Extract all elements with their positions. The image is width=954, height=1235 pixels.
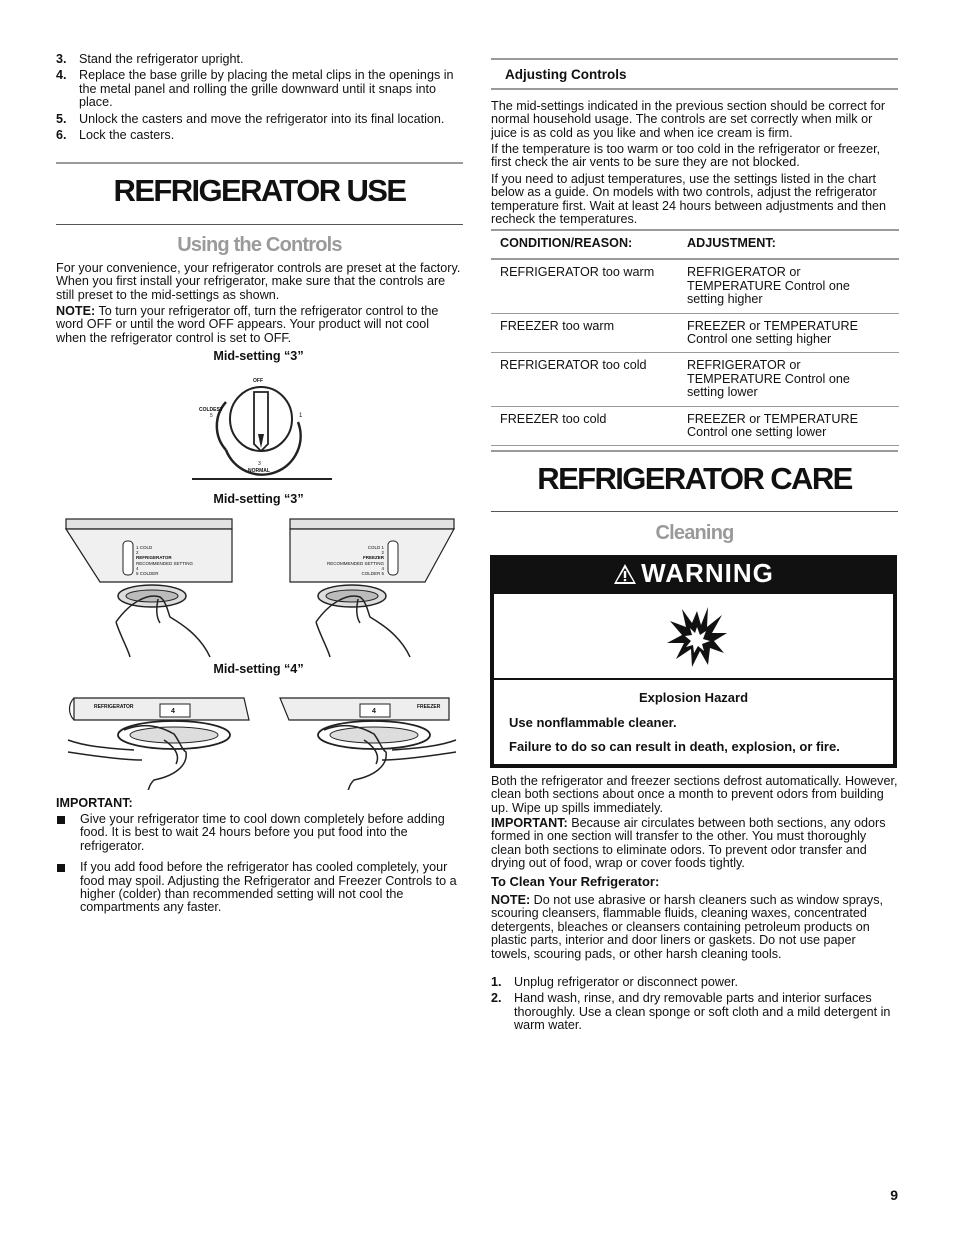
dial-label-off: OFF [253,378,263,384]
bullet-icon [57,864,65,873]
warning-header: WARNING [490,555,897,592]
cleaning-important: IMPORTANT: Because air circulates betwee… [491,816,886,871]
adjusting-paragraph: If the temperature is too warm or too co… [491,142,881,170]
list-item: 5.Unlock the casters and move the refrig… [56,111,445,126]
warning-title: WARNING [641,558,774,588]
section-rule [56,162,463,164]
warning-text-panel [494,680,893,764]
table-cell: FREEZER or TEMPERATURE Control one setti… [678,406,899,447]
table-cell: REFRIGERATOR or TEMPERATURE Control one … [678,259,899,314]
fig3-right-num: 4 [372,708,376,715]
table-cell: REFRIGERATOR or TEMPERATURE Control one … [678,352,899,407]
adjustment-table: CONDITION/REASON: ADJUSTMENT: REFRIGERAT… [491,231,899,447]
warning-line: Failure to do so can result in death, ex… [509,739,840,754]
intro-paragraph: For your convenience, your refrigerator … [56,261,461,302]
cleaning-note: NOTE: Do not use abrasive or harsh clean… [491,893,883,961]
bullet-icon [57,816,65,824]
section-rule [491,450,898,452]
list-item: If you add food before the refrigerator … [56,860,461,915]
control-knob-figure [67,697,457,790]
fig3-right-label: FREEZER [417,704,441,710]
dial-label-coldest: COLDEST [199,407,223,413]
warning-line: Use nonflammable cleaner. [509,715,677,730]
adjustment-table-wrap: CONDITION/REASON: ADJUSTMENT: REFRIGERAT… [491,229,899,447]
table-cell: FREEZER too cold [491,406,678,447]
list-item: 6.Lock the casters. [56,128,175,143]
section-rule [491,58,898,60]
figure-caption: Mid-setting “3” [213,349,304,363]
list-item: 3.Stand the refrigerator upright. [56,52,244,66]
dial-label-normal: NORMAL [248,468,270,474]
to-clean-heading: To Clean Your Refrigerator: [491,874,660,889]
table-cell: REFRIGERATOR too cold [491,352,678,407]
warning-hazard: Explosion Hazard [638,690,749,705]
fig3-left-num: 4 [171,708,175,715]
list-item: 4.Replace the base grille by placing the… [56,68,454,110]
warning-triangle-icon [614,563,637,584]
install-steps: 3.Stand the refrigerator upright. 4.Repl… [56,52,461,145]
warning-symbol-panel [494,594,893,678]
divider [56,224,463,225]
list-item: Give your refrigerator time to cool down… [56,812,461,853]
table-cell: FREEZER too warm [491,313,678,354]
figure-caption: Mid-setting “3” [213,492,304,506]
control-housing-figure [64,518,456,658]
warning-box: WARNING [490,555,897,768]
important-list: Give your refrigerator time to cool down… [56,812,461,923]
table-row: FREEZER too warm FREEZER or TEMPERATURE … [491,313,899,354]
table-cell: REFRIGERATOR too warm [491,259,678,314]
figure-caption: Mid-setting “4” [213,662,304,676]
control-dial-figure [192,386,332,480]
adjusting-paragraph: If you need to adjust temperatures, use … [491,172,887,227]
cleaning-paragraph: Both the refrigerator and freezer sectio… [491,774,898,815]
divider [491,511,898,512]
adjusting-heading: Adjusting Controls [505,67,627,82]
table-row: REFRIGERATOR too warm REFRIGERATOR or TE… [491,259,899,314]
list-item: 2.Hand wash, rinse, and dry removable pa… [491,991,891,1033]
important-label: IMPORTANT: [56,796,133,810]
dial-label-3: 3 [258,461,261,467]
section-rule [491,88,898,90]
adjusting-paragraph: The mid-settings indicated in the previo… [491,99,886,140]
cleaning-steps: 1.Unplug refrigerator or disconnect powe… [491,975,896,1036]
note-paragraph: NOTE: To turn your refrigerator off, tur… [56,304,439,345]
fig2-left-labels: 1 COLD 2 REFRIGERATOR RECOMMENDED SETTIN… [136,545,194,577]
explosion-icon [667,607,727,667]
table-cell: FREEZER or TEMPERATURE Control one setti… [678,313,899,354]
table-row: FREEZER too cold FREEZER or TEMPERATURE … [491,406,899,447]
subsection-title: Cleaning [655,522,734,544]
list-item: 1.Unplug refrigerator or disconnect powe… [491,975,739,989]
fig3-left-label: REFRIGERATOR [94,704,134,710]
table-row: REFRIGERATOR too cold REFRIGERATOR or TE… [491,352,899,407]
table-header: CONDITION/REASON: [491,231,678,261]
page-number: 9 [890,1187,898,1203]
subsection-title: Using the Controls [177,234,342,256]
section-title: REFRIGERATOR USE [113,173,408,208]
table-header-row: CONDITION/REASON: ADJUSTMENT: [491,231,899,261]
fig2-right-labels: COLD 1 2 FREEZER RECOMMENDED SETTING 4 C… [326,545,384,577]
table-header: ADJUSTMENT: [678,231,899,261]
section-title: REFRIGERATOR CARE [537,461,853,496]
dial-label-5: 5 [210,413,213,419]
dial-label-1: 1 [299,413,303,419]
